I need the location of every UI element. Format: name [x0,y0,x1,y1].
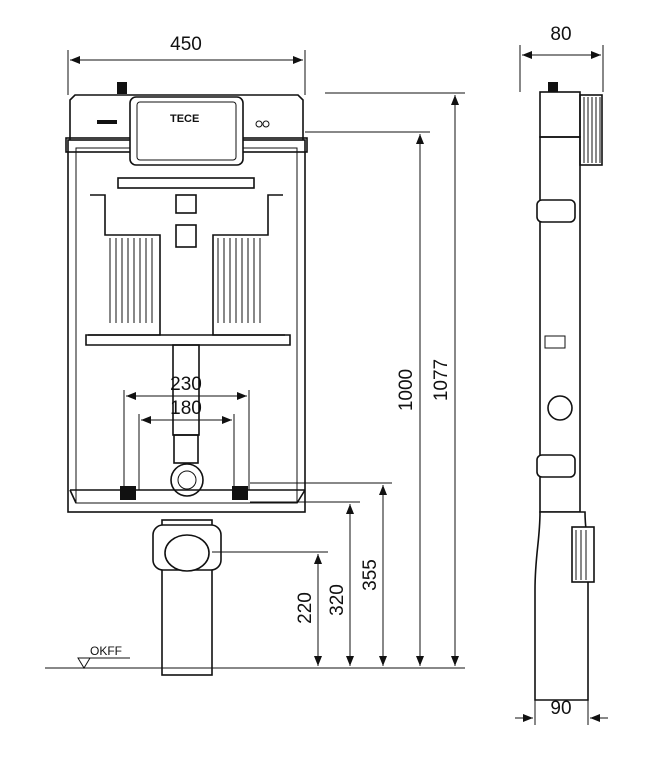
svg-text:220: 220 [295,592,316,624]
svg-text:320: 320 [327,584,348,616]
svg-text:180: 180 [170,398,202,419]
front-view-frame: TECE [65,82,308,676]
pipe-dimension: 90 [515,698,608,725]
depth-dimension: 80 [519,24,604,92]
floor-label: OKFF [90,644,122,658]
svg-text:80: 80 [550,24,571,45]
fixing-230-dimension: 230 [123,374,250,490]
svg-text:450: 450 [170,34,202,55]
left-bracket [88,194,161,336]
right-bracket [212,194,285,336]
svg-text:1077: 1077 [431,359,452,401]
height-dimensions: 1077 1000 355 320 220 [212,92,465,666]
svg-text:230: 230 [170,374,202,395]
svg-text:1000: 1000 [396,369,417,411]
fixing-180-dimension: 180 [138,398,235,490]
width-dimension: 450 [67,34,306,95]
svg-text:90: 90 [550,698,571,719]
svg-text:355: 355 [360,559,381,591]
logo-text: TECE [170,113,199,125]
floor-line: OKFF [45,644,465,669]
side-view-frame [534,82,603,701]
